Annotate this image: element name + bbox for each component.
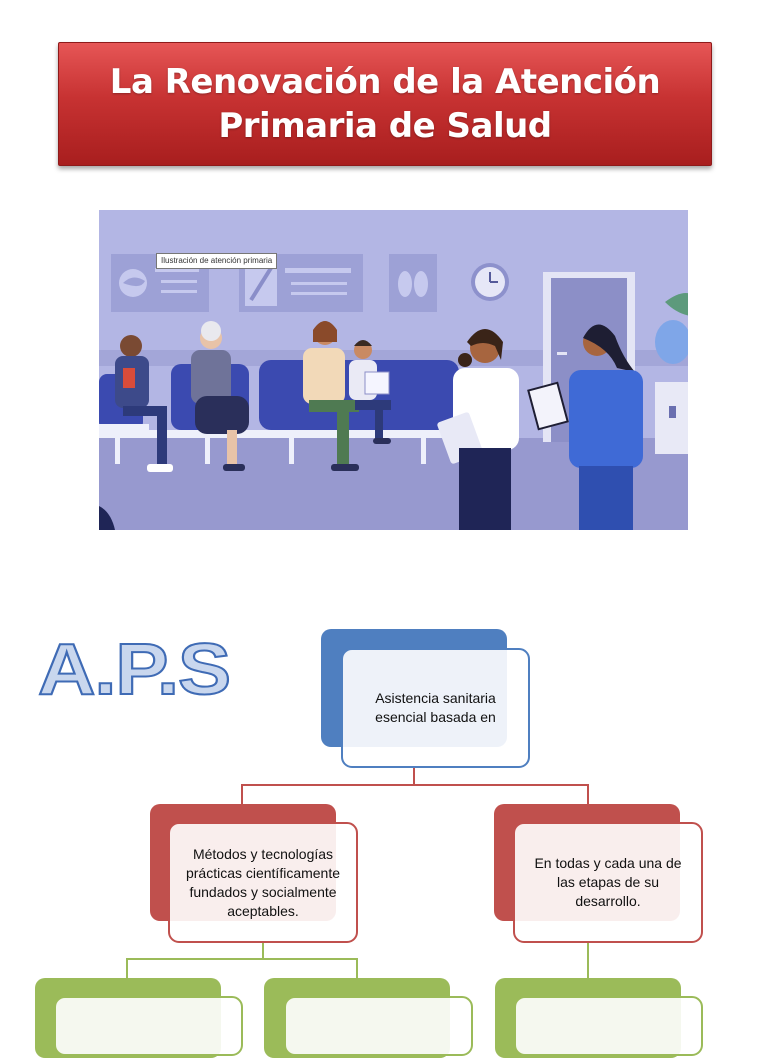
left-node: Métodos y tecnologías prácticas científi… [168, 822, 358, 943]
doctor [437, 329, 519, 530]
root-node-text: Asistencia sanitaria esencial basada en [375, 690, 496, 725]
green-node-1 [54, 996, 243, 1056]
clock-icon [471, 263, 509, 301]
patient-woman [303, 321, 359, 471]
title-line-1: La Renovación de la Atención [109, 62, 661, 102]
patient-sneezing [115, 335, 173, 472]
green-node-3 [514, 996, 703, 1056]
nurse [527, 324, 643, 530]
patient-elderly [191, 321, 249, 471]
connector-red-bar [241, 784, 589, 786]
title-banner: La Renovación de la Atención Primaria de… [58, 42, 712, 166]
patient-child [349, 340, 391, 444]
connector-to-right [587, 784, 589, 804]
connector-to-left [241, 784, 243, 804]
green-node-2 [284, 996, 473, 1056]
connector-to-green-2 [356, 958, 358, 978]
right-node: En todas y cada una de las etapas de su … [513, 822, 703, 943]
connector-green-bar [126, 958, 358, 960]
connector-right-down [587, 941, 589, 978]
aps-heading: A.P.S [38, 629, 232, 708]
connector-root-down [413, 767, 415, 785]
right-node-text: En todas y cada una de las etapas de su … [534, 855, 682, 909]
water-cooler [655, 293, 688, 454]
lungs-poster [389, 254, 437, 312]
left-node-text: Métodos y tecnologías prácticas científi… [185, 845, 341, 919]
waiting-room-illustration [99, 210, 688, 530]
aps-heading-text: A.P.S [38, 630, 230, 708]
image-tooltip: Ilustración de atención primaria [156, 253, 278, 269]
connector-left-down [262, 941, 264, 959]
connector-to-green-1 [126, 958, 128, 978]
root-node: Asistencia sanitaria esencial basada en [341, 648, 530, 768]
title-line-2: Primaria de Salud [218, 106, 552, 146]
